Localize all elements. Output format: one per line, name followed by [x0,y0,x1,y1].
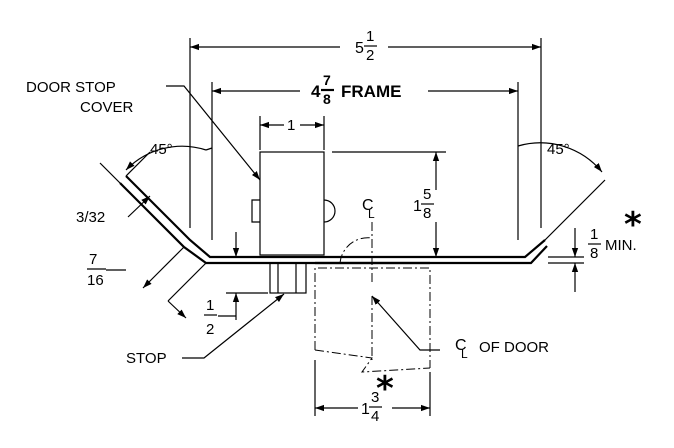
angle-left: 45° [125,141,213,171]
frame-whole: 4 [311,82,321,101]
dim-stop-depth: 1 2 [204,232,268,338]
dim-stop-width: 1 [259,116,325,150]
return-depth-den: 16 [87,272,104,289]
stop-depth-num: 1 [206,297,214,314]
door-whole: 1 [361,401,370,418]
angle-left-value: 45° [150,141,173,158]
dim-door-thickness: 1 3 4 * [314,360,431,425]
dim-overall: 5 1 2 [189,28,542,228]
door-den: 4 [371,408,379,425]
cl-of-door-label: C L OF DOOR [371,295,549,361]
stop-width-value: 1 [287,117,295,134]
dim-return-depth: 7 16 [87,246,207,319]
dim-frame: 4 7 8 FRAME [211,72,519,240]
min-num: 1 [590,226,598,243]
overall-num: 1 [366,28,374,45]
door-stop-cover-line2: COVER [80,99,134,116]
min-word: MIN. [605,237,637,254]
cl-of-door-sub: L [461,347,468,361]
centerline-c: C [362,197,374,214]
door-stop-cover-label: DOOR STOP COVER [26,79,261,181]
stop-block [269,262,307,294]
min-den: 8 [590,245,598,262]
angle-right: 45° [517,141,606,241]
frame-word: FRAME [341,82,401,101]
cl-of-door-c: C [455,337,467,354]
return-thickness-value: 3/32 [76,209,105,226]
angle-right-value: 45° [547,141,570,158]
cl-of-door-text: OF DOOR [479,339,549,356]
stop-depth-den: 2 [206,321,214,338]
dim-min: 1 8 MIN. * [548,205,642,292]
asterisk-bottom: * [376,369,394,409]
frame-den: 8 [323,91,331,107]
asterisk-right: * [624,205,642,245]
frame-num: 7 [323,72,331,88]
dim-stop-height: 1 5 8 [332,151,446,257]
door-num: 3 [371,389,379,406]
centerline-sub: L [368,207,375,221]
stop-height-whole: 1 [413,198,422,215]
stop-label: STOP [126,293,285,367]
stop-height-den: 8 [423,205,431,222]
stop-text: STOP [126,350,167,367]
centerline-label: C L [362,197,375,221]
dim-return-thickness: 3/32 [76,151,151,226]
overall-den: 2 [366,47,374,64]
door-stop-cover-line1: DOOR STOP [26,79,116,96]
return-depth-num: 7 [89,251,97,268]
door-stop-cover [251,151,336,256]
stop-height-num: 5 [423,186,431,203]
overall-whole: 5 [355,40,364,57]
frame-profile [119,175,548,265]
